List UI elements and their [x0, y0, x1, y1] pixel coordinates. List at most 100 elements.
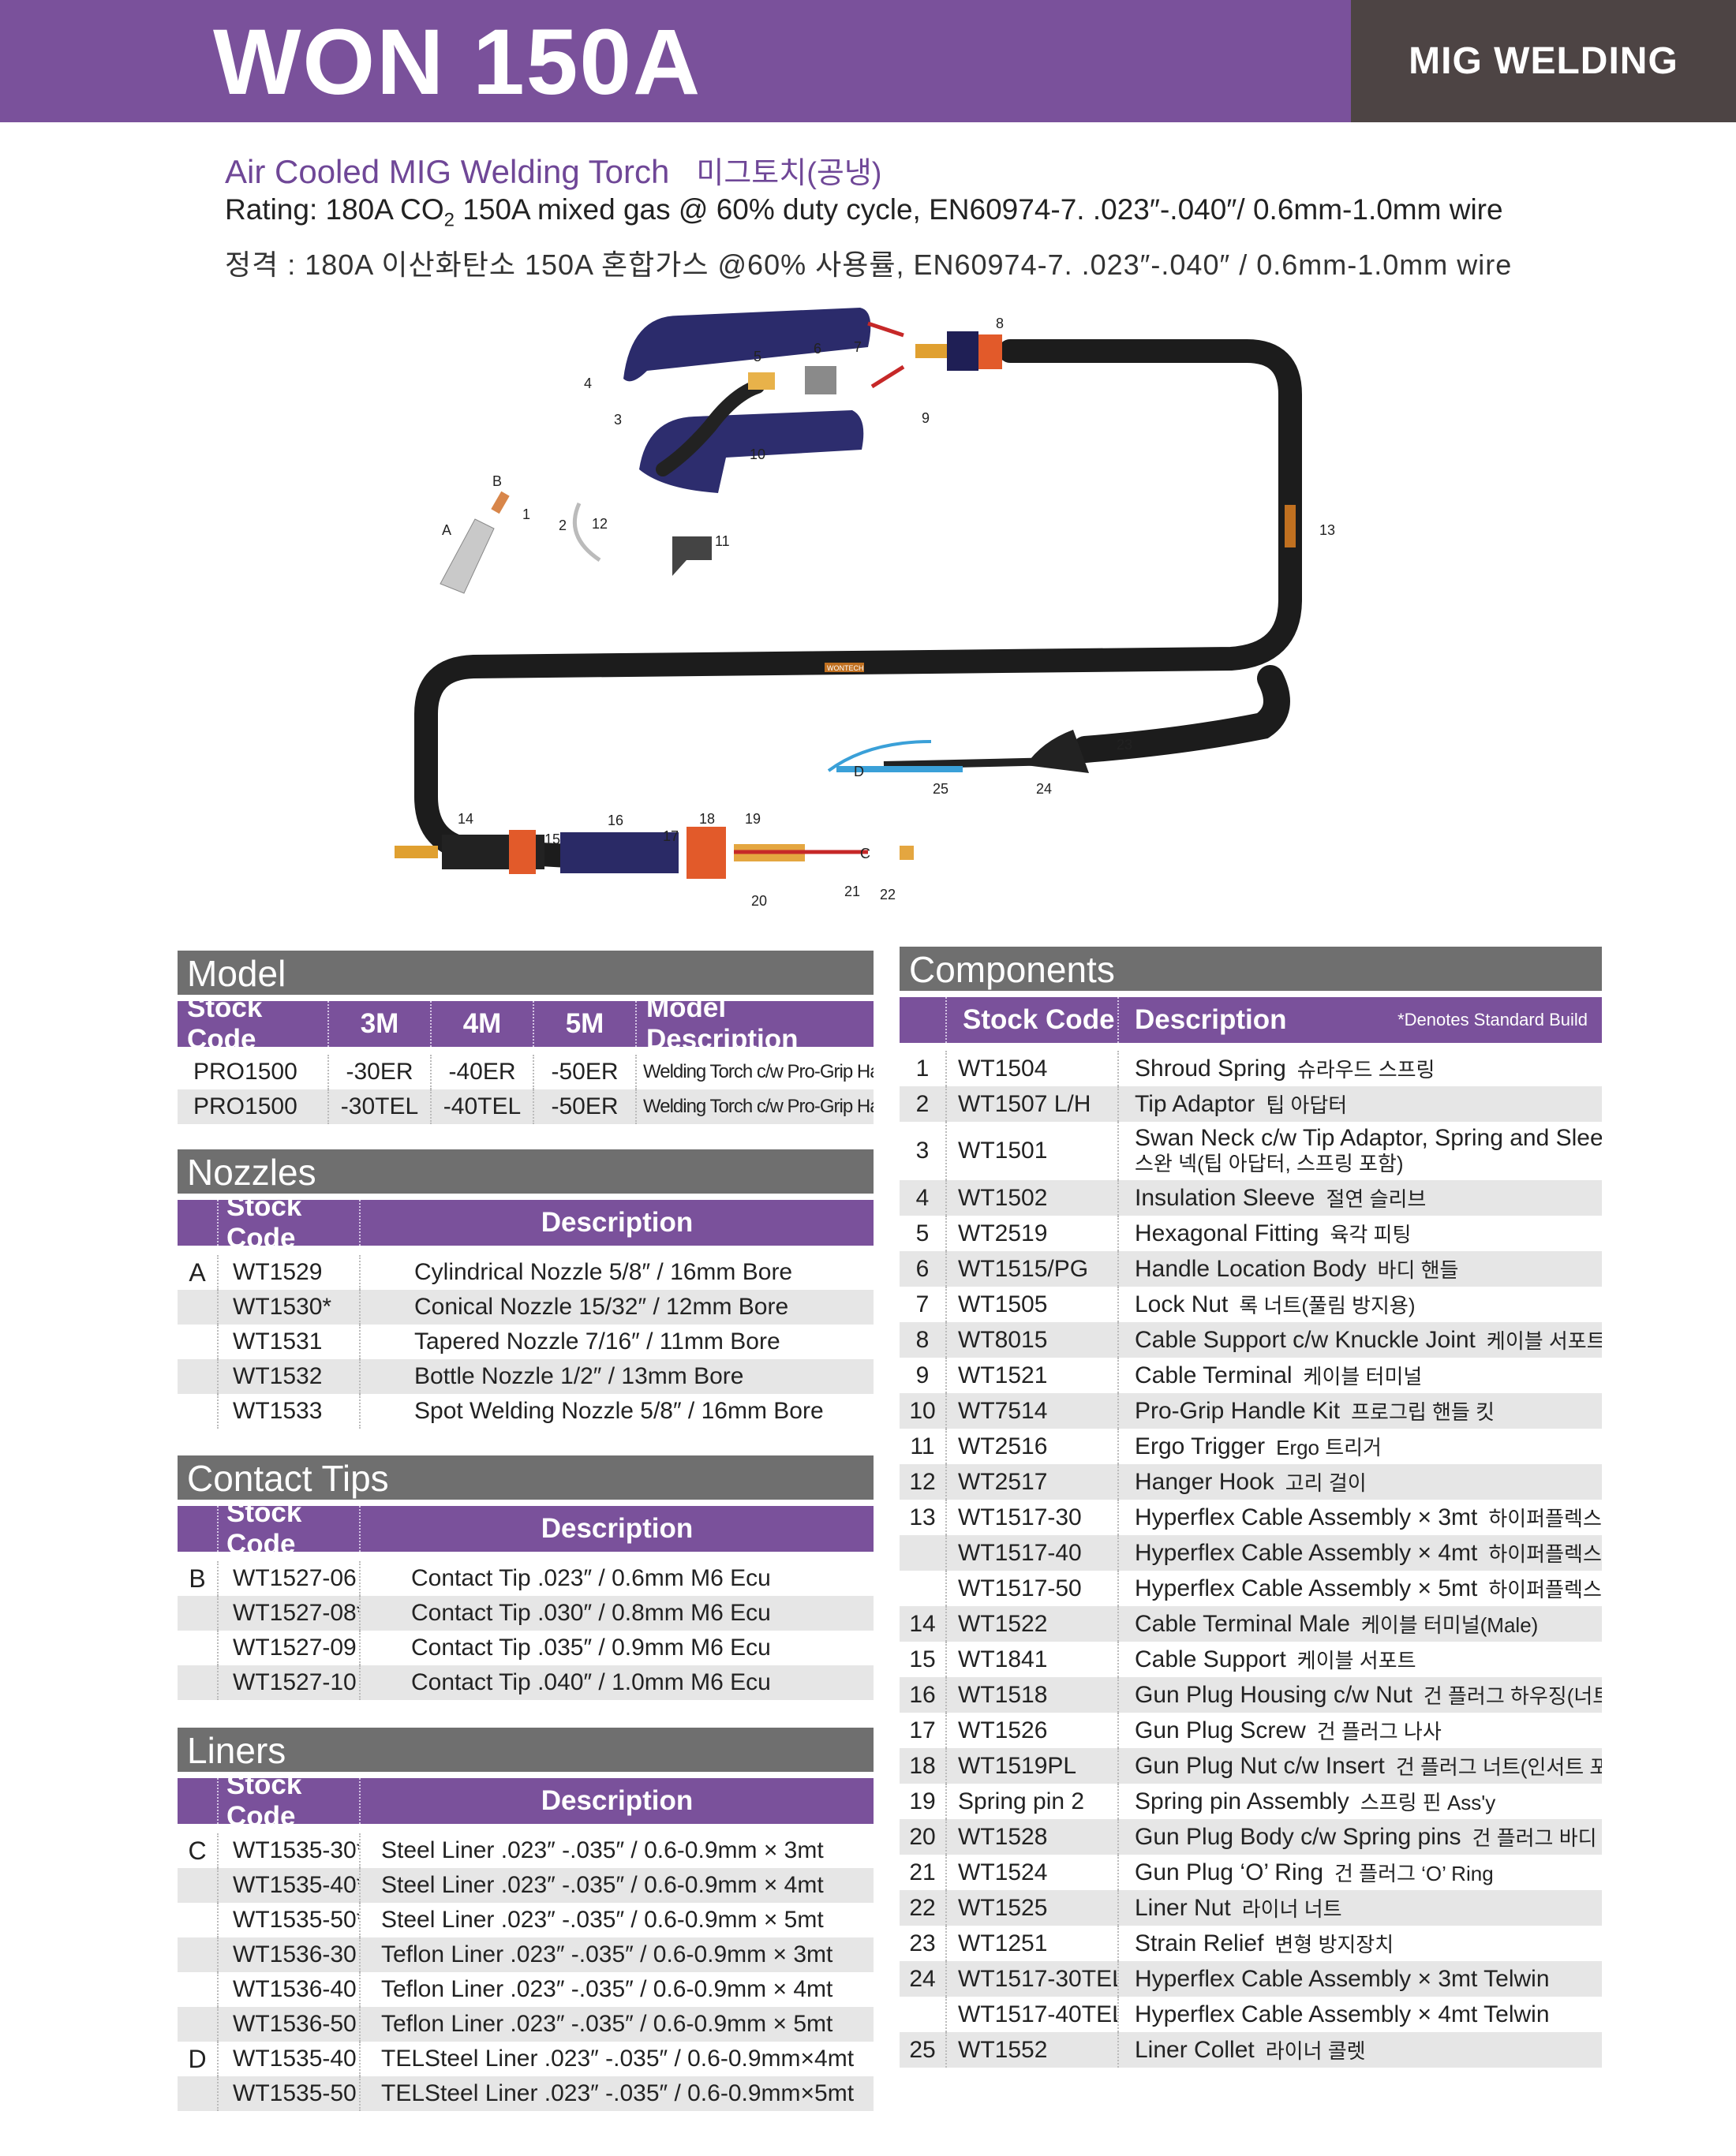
category-tag: MIG WELDING	[1351, 0, 1736, 122]
hex-fitting-5	[748, 372, 775, 390]
cell: Cylindrical Nozzle 5/8″ / 16mm Bore	[414, 1259, 793, 1285]
rating-post: 150A mixed gas @ 60% duty cycle, EN60974…	[455, 193, 1503, 226]
cell: B	[178, 1561, 219, 1596]
strain-relief	[1026, 730, 1089, 773]
cell: 14	[900, 1606, 947, 1642]
cell	[178, 1394, 219, 1429]
cell: Conical Nozzle 15/32″ / 12mm Bore	[414, 1294, 789, 1320]
trigger-11	[672, 536, 712, 576]
cell: WT1536-30	[219, 1937, 361, 1972]
gun-plug-nut-18	[687, 827, 726, 879]
gun-plug-housing-16	[560, 832, 679, 873]
callout-label: 12	[592, 516, 608, 532]
cell: WT2516	[947, 1429, 1119, 1464]
cell: WT1527-06	[219, 1561, 361, 1596]
cell: WT1517-50	[947, 1571, 1119, 1606]
cell: WT1529	[219, 1255, 361, 1290]
cell: WT1531	[219, 1325, 361, 1359]
components-section: Components Stock Code Description *Denot…	[900, 947, 1602, 2068]
cell: Gun Plug Screw 건 플러그 나사	[1119, 1713, 1602, 1748]
model-col-3m: 3M	[329, 1001, 432, 1047]
cell: WT1521	[947, 1358, 1119, 1393]
table-row: PRO1500 -30ER -40ER -50ER Welding Torch …	[178, 1055, 874, 1089]
cell: C	[178, 1833, 219, 1868]
component-desc-ko: 라이너 너트	[1241, 1897, 1342, 1921]
cell: Steel Liner .023″ -.035″ / 0.6-0.9mm × 4…	[381, 1872, 824, 1898]
cell: Contact Tip .040″ / 1.0mm M6 Ecu	[411, 1669, 771, 1695]
model-col-4m: 4M	[432, 1001, 534, 1047]
cell: 2	[900, 1086, 947, 1122]
cell: 8	[900, 1322, 947, 1358]
table-row: WT1535-50*Steel Liner .023″ -.035″ / 0.6…	[178, 1903, 874, 1937]
rating-pre: Rating: 180A CO	[225, 193, 444, 226]
cell: Contact Tip .035″ / 0.9mm M6 Ecu	[411, 1635, 771, 1661]
cell: 7	[900, 1287, 947, 1322]
component-desc-en: Gun Plug ‘O’ Ring	[1135, 1859, 1324, 1885]
cell: 15	[900, 1642, 947, 1677]
tips-col-desc: Description	[541, 1513, 694, 1544]
component-desc-en: Gun Plug Screw	[1135, 1717, 1306, 1743]
callout-label: 2	[559, 518, 567, 533]
hanger-hook-12	[572, 502, 601, 562]
callout-label: 11	[715, 533, 730, 549]
cable-24	[883, 757, 1058, 769]
component-desc-ko: 고리 걸이	[1285, 1471, 1367, 1495]
component-desc-en: Hyperflex Cable Assembly × 3mt	[1135, 1504, 1478, 1530]
component-desc-en: Hyperflex Cable Assembly × 4mt Telwin	[1135, 2001, 1550, 2027]
component-desc-en: Pro-Grip Handle Kit	[1135, 1397, 1341, 1424]
callout-label: 18	[699, 811, 715, 827]
callout-label: A	[442, 522, 451, 538]
knuckle-8	[978, 334, 1002, 369]
cell: 18	[900, 1748, 947, 1784]
brand-label-horizontal	[825, 663, 864, 672]
component-desc-ko: 하이퍼플렉스 케이블	[1488, 1578, 1602, 1601]
cell: 10	[900, 1393, 947, 1429]
cell: WT1505	[947, 1287, 1119, 1322]
cell	[178, 2076, 219, 2111]
callout-label: 10	[750, 447, 765, 462]
callout-label: 14	[458, 811, 473, 827]
callout-label: 15	[544, 831, 560, 847]
cell: WT1524	[947, 1855, 1119, 1890]
component-desc-ko: 슈라우드 스프링	[1296, 1058, 1435, 1082]
component-desc-ko: 건 플러그 너트(인서트 포함)	[1395, 1755, 1602, 1779]
cell: 24	[900, 1961, 947, 1997]
cell: WT1527-09	[219, 1631, 361, 1665]
cell: WT1504	[947, 1051, 1119, 1086]
cell: WT1527-08*	[219, 1596, 361, 1631]
component-desc-ko: 건 플러그 나사	[1316, 1720, 1442, 1743]
table-row: WT1535-40*Steel Liner .023″ -.035″ / 0.6…	[178, 1868, 874, 1903]
cell: 22	[900, 1890, 947, 1926]
cell: WT1536-50	[219, 2007, 361, 2042]
handle-top	[623, 308, 871, 382]
cell: 25	[900, 2032, 947, 2068]
component-desc-ko: 케이블 터미널(Male)	[1360, 1613, 1539, 1637]
cell: WT1532	[219, 1359, 361, 1394]
